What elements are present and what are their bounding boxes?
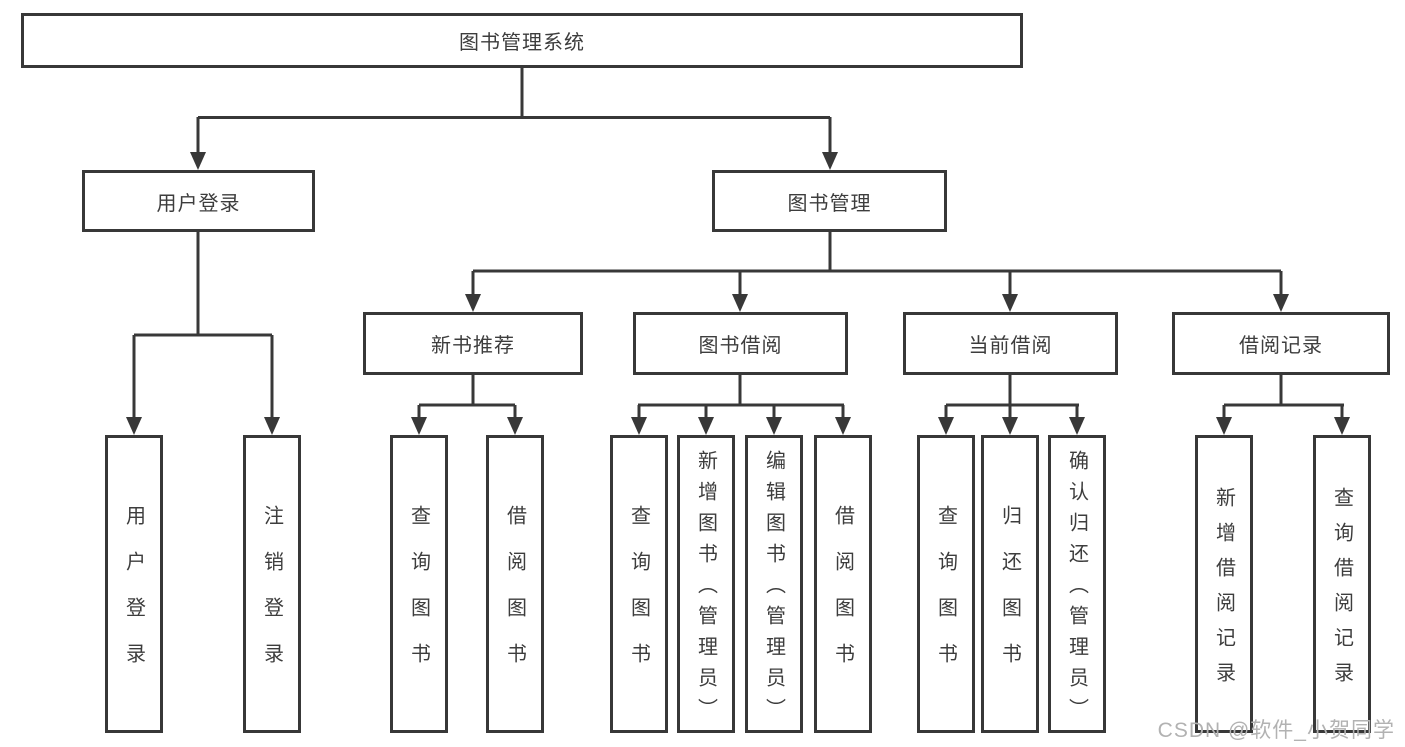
node-new-book-recommend: 新书推荐 (363, 312, 583, 375)
leaf-query-books-recommend-label: 查询图书 (407, 505, 430, 689)
leaf-add-book-admin-label: 新增图书（管理员） (694, 450, 717, 729)
leaf-return-book: 归还图书 (981, 435, 1039, 733)
leaf-query-books-recommend: 查询图书 (390, 435, 448, 733)
leaf-borrow-books-borrowing: 借阅图书 (814, 435, 872, 733)
arrowheads (126, 152, 1350, 435)
leaf-query-borrow-record-label: 查询借阅记录 (1330, 486, 1353, 697)
node-book-management: 图书管理 (712, 170, 947, 232)
node-user-login-label: 用户登录 (156, 192, 241, 215)
node-book-management-label: 图书管理 (787, 192, 872, 215)
node-root: 图书管理系统 (21, 13, 1023, 68)
node-book-borrowing: 图书借阅 (633, 312, 848, 375)
leaf-add-book-admin: 新增图书（管理员） (677, 435, 735, 733)
leaf-edit-book-admin: 编辑图书（管理员） (745, 435, 803, 733)
node-borrow-records: 借阅记录 (1172, 312, 1390, 375)
leaf-borrow-books-borrowing-label: 借阅图书 (831, 505, 854, 689)
node-root-label: 图书管理系统 (459, 32, 585, 54)
leaf-edit-book-admin-label: 编辑图书（管理员） (762, 450, 785, 729)
leaf-query-borrow-record: 查询借阅记录 (1313, 435, 1371, 733)
node-user-login: 用户登录 (82, 170, 315, 232)
leaf-query-books-borrowing-label: 查询图书 (627, 505, 650, 689)
leaf-return-book-label: 归还图书 (998, 505, 1021, 689)
leaf-logout-label: 注销登录 (260, 505, 283, 689)
node-new-book-recommend-label: 新书推荐 (431, 335, 515, 357)
leaf-confirm-return-admin: 确认归还（管理员） (1048, 435, 1106, 733)
node-current-borrowing: 当前借阅 (903, 312, 1118, 375)
leaf-query-books-current: 查询图书 (917, 435, 975, 733)
leaf-logout: 注销登录 (243, 435, 301, 733)
leaf-add-borrow-record: 新增借阅记录 (1195, 435, 1253, 733)
leaf-add-borrow-record-label: 新增借阅记录 (1212, 486, 1235, 697)
leaf-confirm-return-admin-label: 确认归还（管理员） (1065, 450, 1088, 729)
node-book-borrowing-label: 图书借阅 (698, 335, 783, 357)
node-borrow-records-label: 借阅记录 (1239, 335, 1323, 357)
leaf-borrow-books-recommend: 借阅图书 (486, 435, 544, 733)
leaf-user-login-label: 用户登录 (122, 505, 145, 689)
leaf-query-books-current-label: 查询图书 (934, 505, 957, 689)
leaf-borrow-books-recommend-label: 借阅图书 (503, 505, 526, 689)
csdn-watermark: CSDN @软件_小贺同学 (1157, 719, 1395, 742)
leaf-user-login: 用户登录 (105, 435, 163, 733)
leaf-query-books-borrowing: 查询图书 (610, 435, 668, 733)
node-current-borrowing-label: 当前借阅 (968, 335, 1053, 357)
